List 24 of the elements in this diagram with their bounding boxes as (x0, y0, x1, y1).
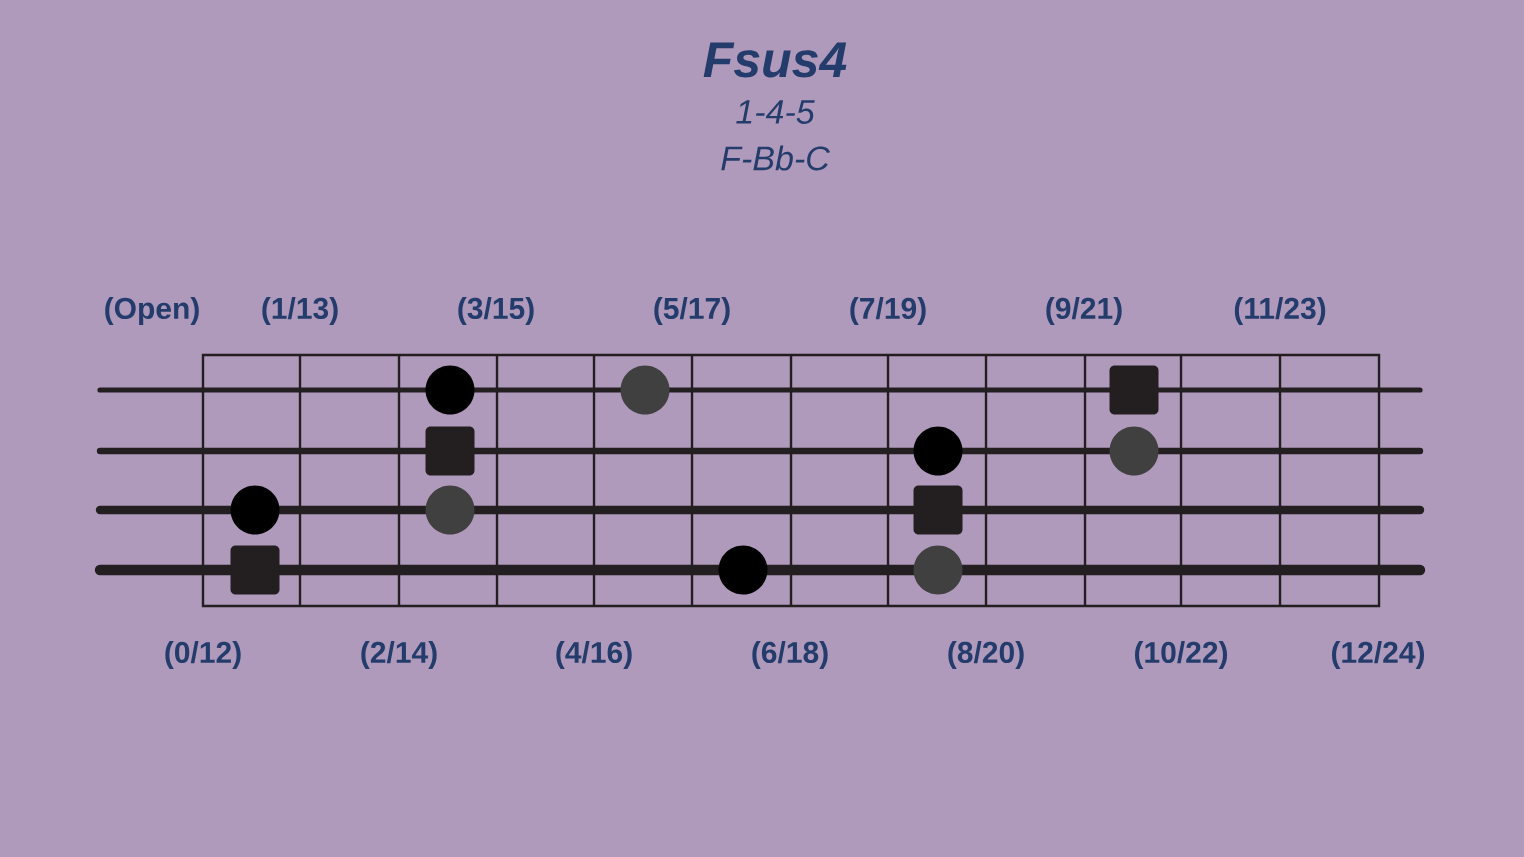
subtitle: F-Bb-C (721, 145, 830, 171)
fret-number: (11/23) (1234, 297, 1326, 325)
circle-marker (1109, 426, 1159, 476)
fret-number: (2/14) (361, 641, 437, 669)
circle-marker (425, 365, 475, 415)
circle-marker (718, 545, 768, 595)
subtitle: 1-4-5 (736, 100, 815, 124)
fret-number: (10/22) (1135, 641, 1228, 669)
square-marker (425, 426, 475, 476)
square-marker (913, 485, 963, 535)
title: Fsus4 (703, 42, 847, 78)
square-marker (230, 545, 280, 595)
circle-marker (620, 365, 670, 415)
fret-number: (12/24) (1332, 641, 1425, 669)
circle-marker (230, 485, 280, 535)
fret-number: (Open) (105, 297, 199, 325)
fret-number: (6/18) (752, 641, 828, 669)
square-marker (1109, 365, 1159, 415)
fret-number: (7/19) (850, 297, 926, 325)
circle-marker (913, 426, 963, 476)
fret-number: (4/16) (556, 641, 632, 669)
fret-number: (1/13) (262, 297, 338, 325)
circle-marker (913, 545, 963, 595)
circle-marker (425, 485, 475, 535)
